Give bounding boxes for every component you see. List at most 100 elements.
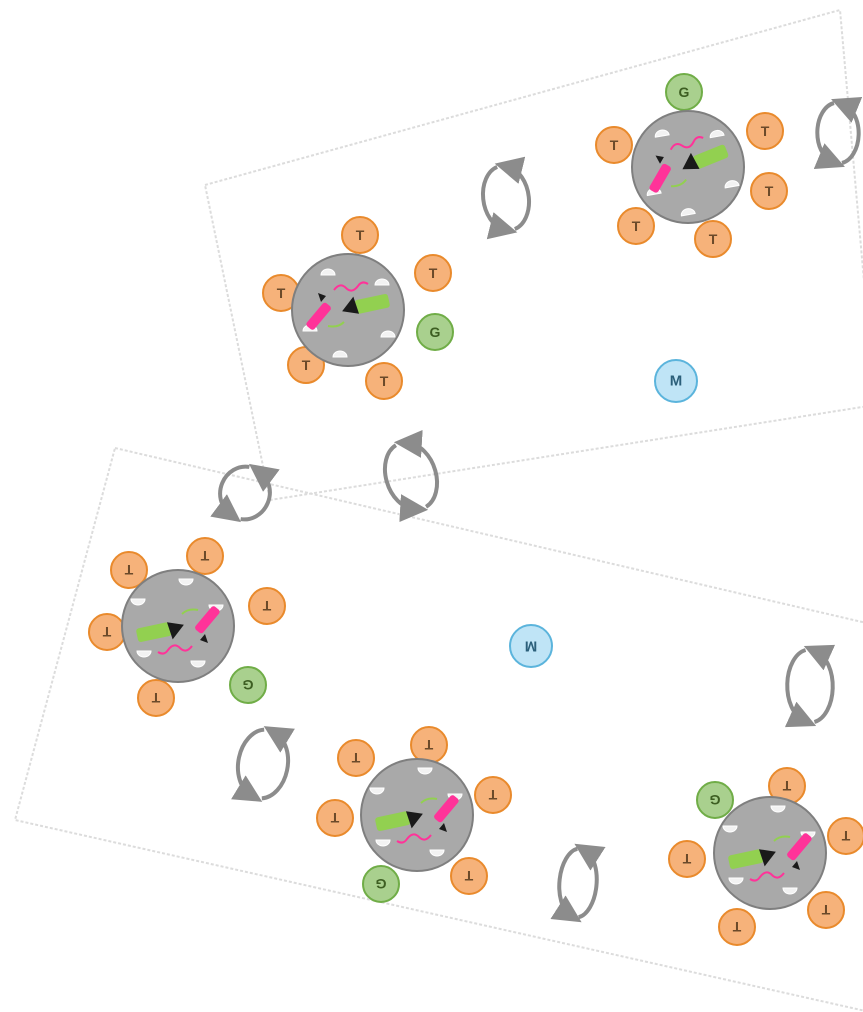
binding-pocket-icon (782, 887, 798, 895)
binding-pocket-icon (728, 877, 744, 885)
binding-pocket-icon (136, 650, 152, 658)
transporter-label: T (682, 851, 691, 867)
transporter-node: T (750, 172, 788, 210)
transporter-label: T (610, 137, 619, 153)
transporter-label: T (761, 123, 770, 139)
m-node-lower-label: M (525, 638, 538, 655)
transporter-node: T (88, 613, 126, 651)
transporter-label: T (151, 690, 160, 706)
transporter-node: T (110, 551, 148, 589)
transporter-label: T (102, 624, 111, 640)
pink-arrow-icon (649, 136, 704, 193)
cycle-arrow-6 (550, 843, 606, 923)
g-node-label: G (242, 677, 253, 693)
transporter-label: T (330, 810, 339, 826)
binding-pocket-icon (369, 787, 385, 795)
cycle-arrow-7 (784, 644, 836, 728)
binding-pocket-icon (429, 849, 445, 857)
transporter-node: T (595, 126, 633, 164)
binding-pocket-icon (130, 598, 146, 606)
transporter-node: T (248, 587, 286, 625)
cycle-arrow-1 (481, 156, 531, 240)
binding-pocket-icon (680, 208, 696, 217)
transporter-node: T (668, 840, 706, 878)
transporter-node: T (137, 679, 175, 717)
binding-pocket-icon (724, 180, 740, 189)
g-node: G (229, 666, 267, 704)
transporter-label: T (302, 357, 311, 373)
binding-pocket-icon (320, 268, 336, 276)
g-node: G (696, 781, 734, 819)
transporter-label: T (200, 548, 209, 564)
g-node-label: G (375, 876, 386, 892)
g-node: G (362, 865, 400, 903)
binding-pocket-icon (770, 805, 786, 813)
g-node-label: G (430, 324, 441, 340)
core-sphere (360, 758, 474, 872)
transporter-label: T (782, 778, 791, 794)
cycle-arrows (210, 96, 863, 923)
transporter-label: T (124, 562, 133, 578)
binding-pocket-icon (374, 278, 390, 286)
binding-pocket-icon (654, 129, 670, 138)
upper-panel (203, 8, 863, 502)
transporter-label: T (488, 787, 497, 803)
transporter-label: T (380, 373, 389, 389)
pink-arrow-icon (396, 795, 459, 844)
g-node: G (416, 313, 454, 351)
pink-arrow-icon (749, 833, 812, 882)
g-node-label: G (679, 84, 690, 100)
m-node-upper-label: M (670, 373, 683, 390)
pink-arrow-icon (157, 606, 220, 655)
transporter-node: T (746, 112, 784, 150)
transporter-label: T (356, 227, 365, 243)
lower-panel (13, 446, 863, 1012)
binding-pocket-icon (178, 578, 194, 586)
g-node-label: G (709, 792, 720, 808)
binding-pocket-icon (722, 825, 738, 833)
transporter-node: T (474, 776, 512, 814)
binding-pocket-icon (190, 660, 206, 668)
binding-pocket-icon (709, 129, 725, 139)
complex-lower-middle: T T T T T G (316, 726, 512, 903)
binding-pocket-icon (332, 350, 348, 358)
cycle-arrow-5 (231, 726, 295, 802)
m-node-upper: M (654, 359, 698, 403)
cycle-arrow-3 (382, 429, 440, 523)
green-arrow-icon (728, 835, 791, 869)
core-sphere (291, 253, 405, 367)
transporter-node: T (365, 362, 403, 400)
transporter-label: T (821, 902, 830, 918)
binding-pocket-icon (380, 330, 396, 338)
transporter-node: T (450, 857, 488, 895)
g-node: G (665, 73, 703, 111)
green-arrow-icon (136, 608, 199, 642)
transporter-node: T (341, 216, 379, 254)
transporter-label: T (277, 285, 286, 301)
green-arrow-icon (375, 797, 438, 831)
transporter-node: T (807, 891, 845, 929)
core-sphere (713, 796, 827, 910)
cycle-arrow-4 (210, 463, 280, 523)
green-arrow-icon (671, 144, 729, 188)
transporter-label: T (841, 828, 850, 844)
m-node-lower: M (509, 624, 553, 668)
transporter-label: T (632, 218, 641, 234)
transporter-node: T (316, 799, 354, 837)
transporter-node: T (410, 726, 448, 764)
transporter-label: T (424, 737, 433, 753)
core-sphere (121, 569, 235, 683)
binding-pocket-icon (417, 767, 433, 775)
pink-arrow-icon (306, 281, 369, 330)
green-arrow-icon (327, 294, 390, 328)
core-sphere (631, 110, 745, 224)
transporter-node: T (694, 220, 732, 258)
transporter-label: T (429, 265, 438, 281)
transporter-node: T (337, 739, 375, 777)
transporter-node: T (186, 537, 224, 575)
transporter-label: T (351, 750, 360, 766)
